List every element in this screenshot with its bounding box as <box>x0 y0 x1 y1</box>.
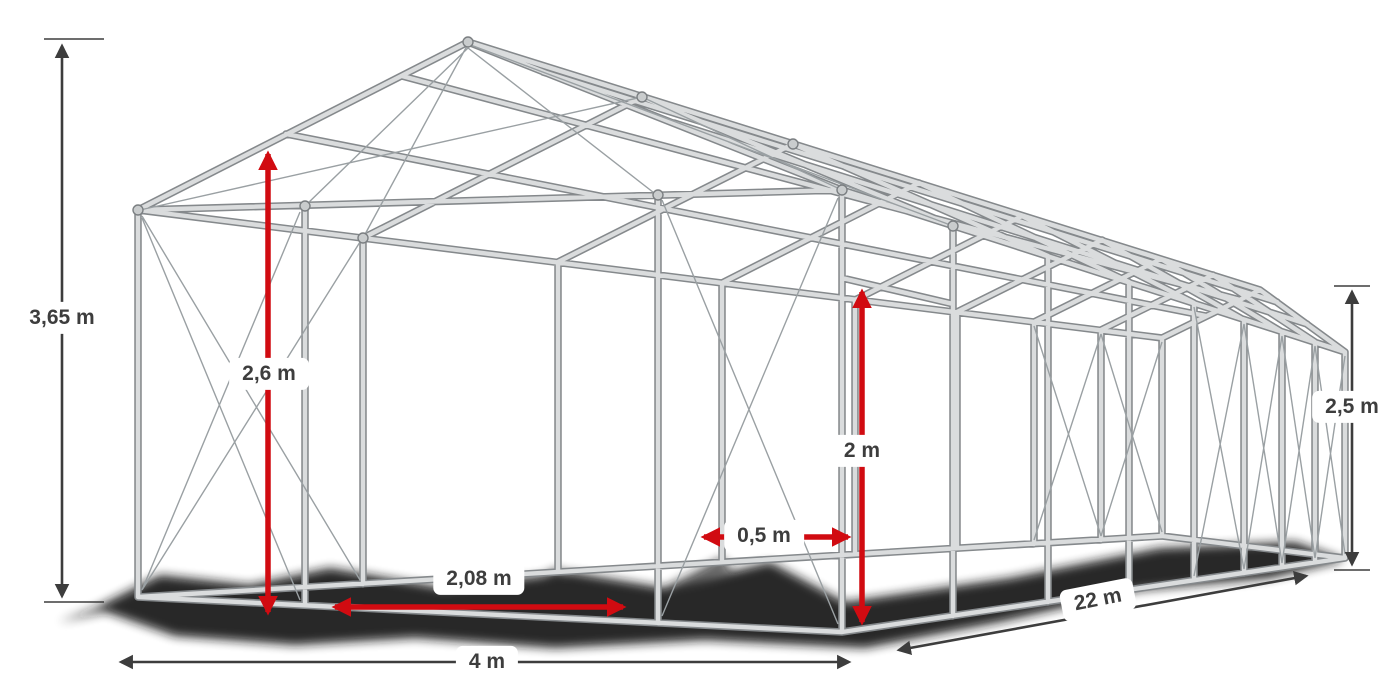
frame-joints <box>132 36 959 244</box>
dim-label-width: 4 m <box>455 645 519 679</box>
dim-label-post-offset: 0,5 m <box>724 519 804 553</box>
dim-label-door-height: 2 m <box>830 434 894 468</box>
bracing-cables <box>139 43 1346 625</box>
dim-label-total-height: 3,65 m <box>16 301 108 335</box>
dim-label-side-height: 2,5 m <box>1312 390 1392 424</box>
ground-shadow <box>58 542 1345 648</box>
tent-frame <box>132 36 1346 632</box>
dim-label-ridge-clearance: 2,6 m <box>229 357 309 391</box>
dim-label-door-width: 2,08 m <box>433 562 525 596</box>
